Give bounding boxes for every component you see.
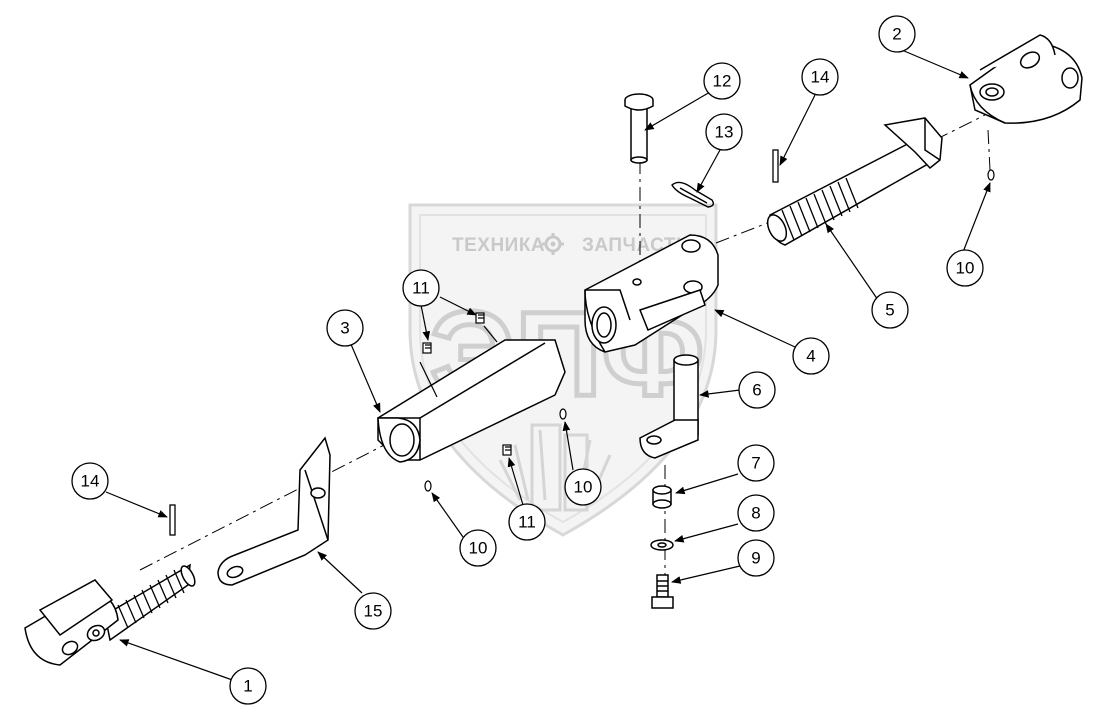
part-4-yoke — [584, 234, 719, 353]
callout-11-upper: 11 — [402, 269, 440, 307]
part-14-spring-pin-upper — [772, 149, 779, 183]
part-13-clip — [671, 181, 715, 208]
callout-1: 1 — [229, 667, 267, 705]
callout-14-lower: 14 — [71, 462, 109, 500]
svg-text:10: 10 — [574, 478, 593, 497]
callouts: 1 2 3 4 5 6 7 8 9 10 10 10 11 11 12 13 1… — [71, 15, 984, 705]
svg-text:7: 7 — [751, 454, 760, 473]
callout-7: 7 — [737, 444, 775, 482]
svg-text:3: 3 — [340, 319, 349, 338]
svg-text:10: 10 — [956, 259, 975, 278]
callout-9: 9 — [737, 539, 775, 577]
part-7-bushing — [652, 485, 672, 509]
part-9-bolt — [651, 574, 674, 609]
svg-text:12: 12 — [713, 72, 732, 91]
part-15-bracket — [217, 436, 331, 586]
svg-text:1: 1 — [243, 677, 252, 696]
callout-6: 6 — [738, 371, 776, 409]
svg-text:2: 2 — [892, 25, 901, 44]
watermark-left-text: ТЕХНИКА — [452, 235, 545, 256]
callout-12: 12 — [703, 62, 741, 100]
part-14-spring-pin-lower — [169, 504, 176, 536]
callout-10-right: 10 — [946, 249, 984, 287]
part-2-clevis-head — [969, 34, 1083, 124]
svg-text:14: 14 — [811, 68, 830, 87]
callout-10-center: 10 — [564, 468, 602, 506]
svg-text:6: 6 — [752, 381, 761, 400]
callout-10-left: 10 — [459, 529, 497, 567]
gear-icon — [542, 233, 564, 255]
part-12-pin — [624, 93, 654, 164]
callout-15: 15 — [354, 592, 392, 630]
svg-text:9: 9 — [751, 549, 760, 568]
part-5-t-bolt — [766, 117, 943, 246]
watermark-wheat — [498, 423, 612, 512]
centerlines — [139, 114, 991, 580]
grease-nipples — [424, 169, 995, 492]
part-1-clevis-rod — [24, 563, 196, 666]
callout-3: 3 — [326, 309, 364, 347]
svg-text:4: 4 — [806, 347, 815, 366]
svg-text:11: 11 — [412, 279, 430, 298]
callout-5: 5 — [871, 291, 909, 329]
leader-lines — [105, 44, 991, 683]
svg-text:10: 10 — [469, 539, 488, 558]
callout-11-lower: 11 — [508, 503, 546, 541]
callout-14-upper: 14 — [801, 58, 839, 96]
svg-text:14: 14 — [81, 472, 100, 491]
callout-2: 2 — [878, 15, 916, 53]
svg-text:8: 8 — [751, 504, 760, 523]
svg-text:11: 11 — [518, 513, 536, 532]
part-3-hex-tube — [377, 339, 566, 463]
svg-text:13: 13 — [715, 123, 734, 142]
set-screws — [422, 312, 512, 456]
part-8-washer — [650, 539, 674, 551]
svg-text:5: 5 — [885, 301, 894, 320]
svg-text:15: 15 — [364, 602, 383, 621]
callout-4: 4 — [792, 337, 830, 375]
callout-8: 8 — [737, 494, 775, 532]
callout-13: 13 — [705, 113, 743, 151]
part-6-tab-pin — [639, 354, 699, 459]
